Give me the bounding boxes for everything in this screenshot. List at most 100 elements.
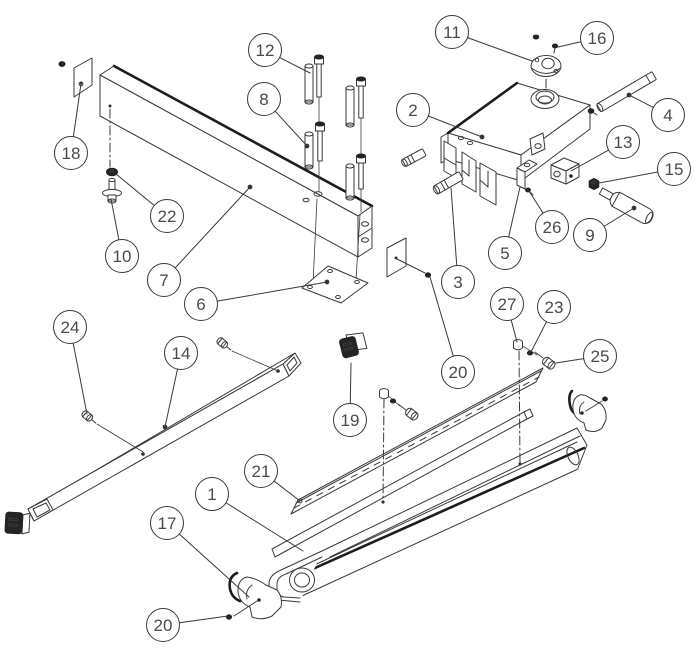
cross-tube: [27, 352, 302, 522]
leader-line: [467, 37, 533, 62]
fastener-set-right: [513, 339, 556, 464]
leader-line: [530, 321, 547, 353]
fastener-set-left: [379, 388, 419, 502]
end-cap: [4, 332, 368, 535]
balloon-23-washer: 23: [530, 290, 571, 353]
balloon-circle: [53, 310, 87, 344]
balloon-circle: [396, 93, 430, 127]
balloon-number: 7: [159, 271, 168, 290]
balloon-2-carriage-housing: 2: [396, 93, 485, 140]
bolts-and-sleeves: [304, 54, 366, 213]
front-rail: [268, 427, 588, 603]
balloon-circle: [583, 339, 617, 373]
balloon-11-bearing-flange: 11: [435, 15, 533, 62]
balloon-19-end-cap: 19: [333, 362, 367, 437]
rail-end-bracket-right: [568, 389, 608, 433]
balloon-24-cross-tube-screw: 24: [53, 310, 88, 415]
balloon-number: 2: [408, 101, 417, 120]
socket-head-bolt: [314, 54, 366, 190]
balloon-circle: [580, 21, 614, 55]
balloon-4-guide-rod: 4: [626, 92, 685, 132]
mounting-plate: [58, 57, 93, 98]
clamp-block: [550, 157, 580, 185]
leader-line: [427, 115, 483, 138]
balloon-13-clamp-block: 13: [570, 125, 640, 172]
balloon-number: 20: [449, 363, 468, 382]
balloon-number: 11: [443, 23, 461, 42]
leader-line: [557, 41, 582, 48]
roll-pin: [401, 148, 464, 195]
balloon-circle: [54, 136, 88, 170]
balloon-circle: [441, 265, 475, 299]
balloon-5-angle-bracket: 5: [488, 186, 522, 270]
leader-line: [178, 533, 250, 598]
carriage-housing: [440, 81, 591, 206]
lock-washer-and-foot-plug: [102, 167, 122, 204]
leader-line: [429, 276, 454, 357]
leader-line: [279, 57, 311, 74]
balloon-21-measuring-tape: 21: [244, 454, 303, 504]
balloon-circle: [146, 608, 180, 642]
balloon-18-mounting-plate: 18: [54, 81, 88, 170]
balloon-number: 8: [259, 90, 268, 109]
balloon-10-foot-plug: 10: [105, 198, 139, 273]
balloon-circle: [537, 290, 571, 324]
balloon-number: 25: [591, 347, 610, 366]
balloon-circle: [657, 152, 691, 186]
spacer-sleeve: [304, 63, 355, 201]
leader-line: [115, 173, 155, 207]
rail-end-bracket: [225, 571, 282, 620]
balloon-circle: [435, 15, 469, 49]
measuring-tape: [290, 367, 544, 515]
leader-line: [216, 281, 328, 302]
balloon-26-bracket-screw: 26: [528, 190, 569, 244]
balloon-number: 17: [158, 514, 177, 533]
balloon-number: 4: [663, 106, 672, 125]
balloon-number: 24: [61, 318, 80, 337]
cross-tube-screw: [81, 337, 279, 453]
balloon-20-bracket-screw: 20: [146, 608, 229, 642]
balloon-circle: [651, 98, 685, 132]
balloon-27-flange-nut: 27: [490, 287, 524, 343]
balloon-number: 21: [252, 462, 271, 481]
balloon-circle: [164, 336, 198, 370]
balloon-12-socket-head-bolt: 12: [248, 33, 311, 74]
balloon-circle: [535, 210, 569, 244]
rail-upper-strip: [271, 408, 534, 558]
balloon-circle: [105, 239, 139, 273]
balloon-circle: [490, 287, 524, 321]
leader-line: [450, 187, 458, 267]
balloon-circle: [150, 199, 184, 233]
balloon-25-hex-bolt: 25: [555, 339, 617, 373]
balloon-circle: [147, 263, 181, 297]
balloon-circle: [488, 236, 522, 270]
balloon-circle: [248, 33, 282, 67]
balloon-20-plate-screw: 20: [429, 276, 475, 389]
balloon-number: 5: [500, 244, 509, 263]
balloon-number: 3: [453, 273, 462, 292]
balloon-number: 16: [588, 29, 607, 48]
balloon-circle: [184, 287, 218, 321]
leader-line: [164, 368, 179, 428]
angle-bracket: [516, 159, 538, 190]
leader-line: [174, 186, 251, 269]
leader-line: [274, 110, 308, 147]
leader-line: [508, 186, 521, 238]
balloon-number: 9: [585, 226, 594, 245]
leader-line: [628, 94, 654, 108]
leader-line: [225, 502, 304, 552]
flange-screw: [532, 34, 559, 54]
balloon-circle: [195, 477, 229, 511]
leader-line: [178, 615, 229, 624]
balloon-number: 15: [665, 160, 684, 179]
balloon-17-rail-end-bracket: 17: [150, 506, 250, 598]
support-beam: [99, 64, 374, 258]
balloon-number: 18: [62, 144, 81, 163]
balloon-number: 6: [196, 295, 205, 314]
bearing-flange: [530, 55, 562, 93]
balloon-number: 20: [154, 616, 173, 635]
guide-rod: [587, 71, 657, 116]
balloon-circle: [441, 355, 475, 389]
